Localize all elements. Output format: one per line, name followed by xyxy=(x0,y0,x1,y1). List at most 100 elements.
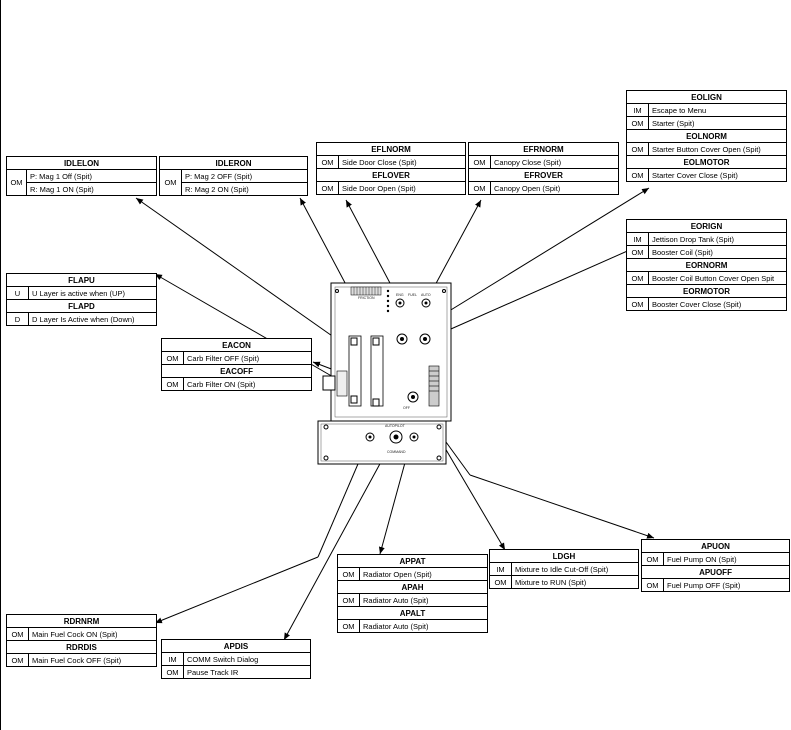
mag-slot-left xyxy=(348,335,362,407)
table-idlelon: IDLELON OM P: Mag 1 Off (Spit) R: Mag 1 … xyxy=(5,156,158,196)
eorign-title: EORIGN xyxy=(626,219,787,233)
ldgh-code2: OM xyxy=(489,575,512,589)
apdis-code1: IM xyxy=(161,652,184,666)
leader-apdis xyxy=(283,437,395,641)
idleron-line2: R: Mag 2 ON (Spit) xyxy=(181,182,308,196)
table-eac: EACON OM Carb Filter OFF (Spit) EACOFF O… xyxy=(160,338,313,391)
ldgh-desc2: Mixture to RUN (Spit) xyxy=(510,575,640,589)
apah-title: APAH xyxy=(337,580,488,594)
eorign-code1: IM xyxy=(626,232,649,246)
appat-title: APPAT xyxy=(337,554,488,568)
flapu-code: U xyxy=(6,286,29,300)
table-apdis: APDIS IM COMM Switch Dialog OM Pause Tra… xyxy=(160,639,312,679)
appat-desc: Radiator Open (Spit) xyxy=(359,567,488,581)
apdis-desc1: COMM Switch Dialog xyxy=(182,652,312,666)
eolign-desc1: Escape to Menu xyxy=(647,103,788,117)
eflnorm-desc: Side Door Close (Spit) xyxy=(338,155,466,169)
table-apa: APPAT OM Radiator Open (Spit) APAH OM Ra… xyxy=(337,554,488,633)
eolign-code1: IM xyxy=(626,103,649,117)
eormotor-code: OM xyxy=(626,297,649,311)
eormotor-title: EORMOTOR xyxy=(626,284,787,298)
idleron-line1: P: Mag 2 OFF (Spit) xyxy=(181,169,308,183)
apalt-title: APALT xyxy=(337,606,488,620)
apuon-desc: Fuel Pump ON (Spit) xyxy=(662,552,791,566)
eflnorm-title: EFLNORM xyxy=(316,142,466,156)
appat-code: OM xyxy=(337,567,360,581)
leader-idlelon xyxy=(135,197,346,346)
rdrdis-title: RDRDIS xyxy=(6,640,157,654)
rdrnrm-code: OM xyxy=(6,627,29,641)
eolmotor-desc: Starter Cover Close (Spit) xyxy=(647,168,788,182)
control-panel-drawing: FRICTION ENG FUEL AUTO OFF AUTOPILOT COM… xyxy=(317,282,452,465)
eacon-desc: Carb Filter OFF (Spit) xyxy=(182,351,313,365)
efrnorm-desc: Canopy Close (Spit) xyxy=(489,155,620,169)
eflover-code: OM xyxy=(316,181,339,195)
eormotor-desc: Booster Cover Close (Spit) xyxy=(648,297,787,311)
flapd-code: D xyxy=(6,312,29,326)
table-apu: APUON OM Fuel Pump ON (Spit) APUOFF OM F… xyxy=(640,539,791,592)
table-efl: EFLNORM OM Side Door Close (Spit) EFLOVE… xyxy=(316,142,466,195)
apuoff-code: OM xyxy=(641,578,664,592)
apah-code: OM xyxy=(337,593,360,607)
eorign-desc2: Booster Coil (Spit) xyxy=(648,245,787,259)
eolmotor-title: EOLMOTOR xyxy=(625,155,788,169)
flapd-desc: D Layer Is Active when (Down) xyxy=(27,312,158,326)
eolign-title: EOLIGN xyxy=(625,90,788,104)
eornorm-title: EORNORM xyxy=(626,258,787,272)
eacon-code: OM xyxy=(161,351,184,365)
leader-apu-2 xyxy=(469,474,655,539)
panel-label-auto: AUTO xyxy=(421,293,431,297)
eornorm-code: OM xyxy=(626,271,649,285)
flapu-title: FLAPU xyxy=(5,273,158,287)
flap-lever xyxy=(322,375,336,391)
apalt-desc: Radiator Auto (Spit) xyxy=(359,619,488,633)
efrnorm-title: EFRNORM xyxy=(467,142,620,156)
leader-eor xyxy=(425,244,642,341)
eorign-code2: OM xyxy=(626,245,649,259)
page-edge-line xyxy=(0,0,1,730)
eolmotor-code: OM xyxy=(626,168,649,182)
efrover-desc: Canopy Open (Spit) xyxy=(489,181,620,195)
rdrnrm-title: RDRNRM xyxy=(6,614,157,628)
idleron-code: OM xyxy=(159,169,182,196)
panel-label-command: COMMAND xyxy=(387,450,406,454)
table-flap: FLAPU U U Layer is active when (UP) FLAP… xyxy=(5,273,158,326)
table-rdr: RDRNRM OM Main Fuel Cock ON (Spit) RDRDI… xyxy=(6,614,157,667)
eolign-code2: OM xyxy=(626,116,649,130)
efrover-code: OM xyxy=(468,181,491,195)
eflover-desc: Side Door Open (Spit) xyxy=(338,181,466,195)
lower-panel xyxy=(317,420,447,465)
apalt-code: OM xyxy=(337,619,360,633)
eacoff-code: OM xyxy=(161,377,184,391)
ldgh-desc1: Mixture to Idle Cut-Off (Spit) xyxy=(510,562,640,576)
efrnorm-code: OM xyxy=(468,155,491,169)
eorign-desc1: Jettison Drop Tank (Spit) xyxy=(648,232,787,246)
eolnorm-code: OM xyxy=(626,142,649,156)
apuoff-title: APUOFF xyxy=(640,565,791,579)
rdrdis-code: OM xyxy=(6,653,29,667)
eolnorm-desc: Starter Button Cover Open (Spit) xyxy=(647,142,788,156)
panel-label-off: OFF xyxy=(403,406,410,410)
eacoff-desc: Carb Filter ON (Spit) xyxy=(182,377,313,391)
eacoff-title: EACOFF xyxy=(160,364,313,378)
apdis-desc2: Pause Track IR xyxy=(182,665,312,679)
table-eor: EORIGN IM Jettison Drop Tank (Spit) OM B… xyxy=(626,219,787,311)
idlelon-line2: R: Mag 1 ON (Spit) xyxy=(25,182,158,196)
table-ldgh: LDGH IM Mixture to Idle Cut-Off (Spit) O… xyxy=(488,549,640,589)
idleron-title: IDLERON xyxy=(159,156,308,170)
panel-inner xyxy=(334,286,448,418)
eflover-title: EFLOVER xyxy=(316,168,466,182)
table-efr: EFRNORM OM Canopy Close (Spit) EFROVER O… xyxy=(467,142,620,195)
apuon-code: OM xyxy=(641,552,664,566)
idlelon-line1: P: Mag 1 Off (Spit) xyxy=(25,169,158,183)
eolnorm-title: EOLNORM xyxy=(625,129,788,143)
eolign-desc2: Starter (Spit) xyxy=(647,116,788,130)
idlelon-code: OM xyxy=(6,169,27,196)
table-eol: EOLIGN IM Escape to Menu OM Starter (Spi… xyxy=(625,90,788,182)
flapd-title: FLAPD xyxy=(5,299,158,313)
panel-label-eng: ENG xyxy=(396,293,404,297)
idlelon-title: IDLELON xyxy=(5,156,158,170)
rdrnrm-desc: Main Fuel Cock ON (Spit) xyxy=(28,627,157,641)
leader-rdr-2 xyxy=(154,556,319,624)
rdrdis-desc: Main Fuel Cock OFF (Spit) xyxy=(28,653,157,667)
